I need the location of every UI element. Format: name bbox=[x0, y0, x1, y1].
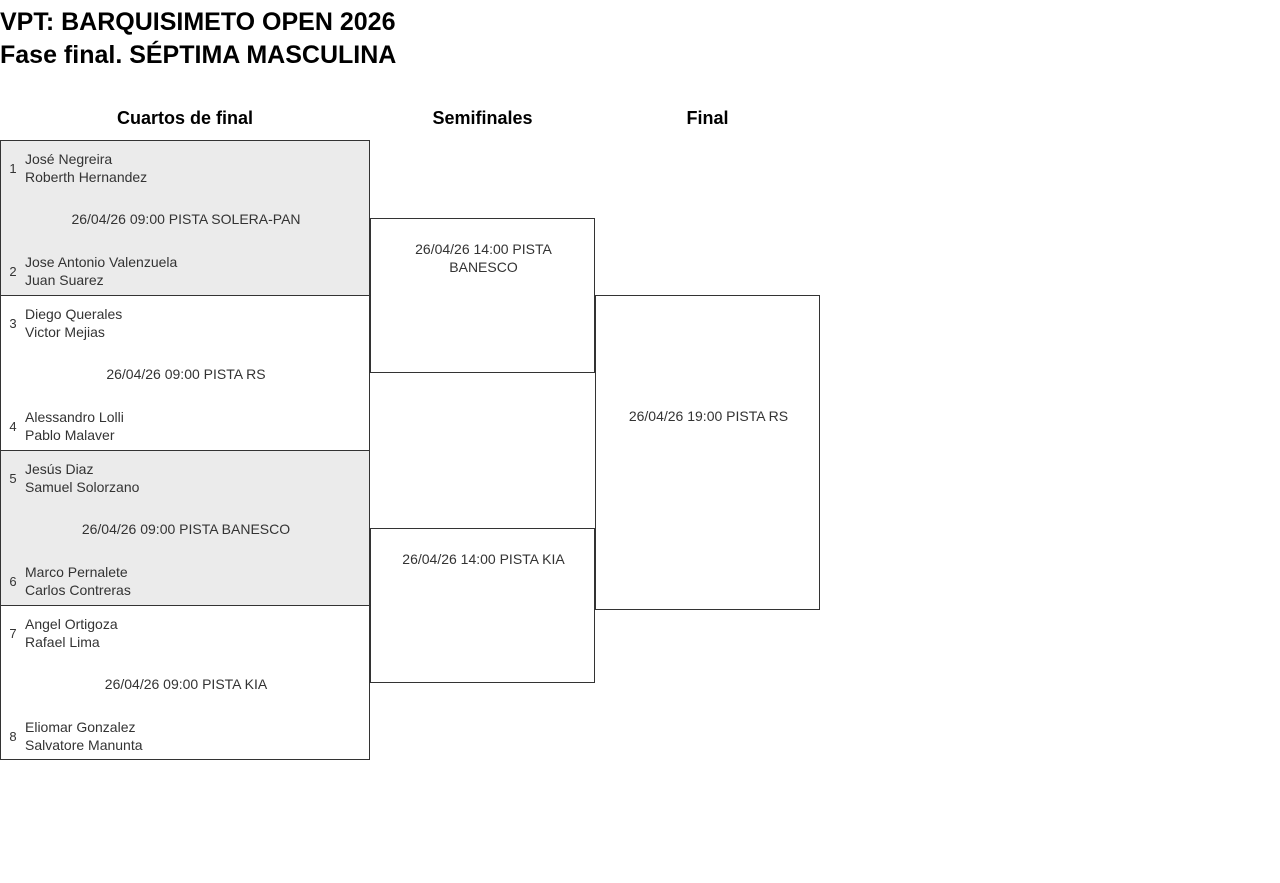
seed-number: 1 bbox=[9, 160, 17, 176]
seed-number: 6 bbox=[9, 573, 17, 589]
player-name: Jose Antonio Valenzuela bbox=[25, 254, 178, 270]
player-name: José Negreira bbox=[25, 151, 113, 167]
final-match[interactable]: 26/04/26 19:00 PISTA RS bbox=[595, 295, 820, 610]
title-line-tournament: VPT: BARQUISIMETO OPEN 2026 bbox=[0, 8, 396, 36]
team-players: Eliomar Gonzalez Salvatore Manunta bbox=[25, 718, 371, 754]
title-line-phase: Fase final. SÉPTIMA MASCULINA bbox=[0, 41, 397, 69]
quarterfinal-match-4[interactable]: 7 Angel Ortigoza Rafael Lima 26/04/26 09… bbox=[0, 605, 370, 760]
team-slot-seed-8: 8 Eliomar Gonzalez Salvatore Manunta bbox=[1, 718, 371, 754]
match-schedule: 26/04/26 19:00 PISTA RS bbox=[628, 408, 789, 424]
seed-number: 8 bbox=[9, 728, 17, 744]
player-name: Victor Mejias bbox=[25, 324, 105, 340]
player-name: Samuel Solorzano bbox=[25, 479, 140, 495]
team-players: Angel Ortigoza Rafael Lima bbox=[25, 615, 371, 651]
match-schedule: 26/04/26 09:00 PISTA BANESCO bbox=[81, 521, 291, 537]
quarterfinals-column: 1 José Negreira Roberth Hernandez 26/04/… bbox=[0, 140, 370, 760]
team-slot-seed-2: 2 Jose Antonio Valenzuela Juan Suarez bbox=[1, 253, 371, 289]
team-players: Jesús Diaz Samuel Solorzano bbox=[25, 460, 371, 496]
team-slot-seed-6: 6 Marco Pernalete Carlos Contreras bbox=[1, 563, 371, 599]
quarterfinal-match-1[interactable]: 1 José Negreira Roberth Hernandez 26/04/… bbox=[0, 140, 370, 295]
quarterfinal-match-2[interactable]: 3 Diego Querales Victor Mejias 26/04/26 … bbox=[0, 295, 370, 450]
player-name: Salvatore Manunta bbox=[25, 737, 143, 753]
player-name: Alessandro Lolli bbox=[25, 409, 124, 425]
team-players: Alessandro Lolli Pablo Malaver bbox=[25, 408, 371, 444]
seed-number: 7 bbox=[9, 625, 17, 641]
match-schedule: 26/04/26 14:00 PISTA BANESCO bbox=[415, 241, 552, 275]
player-name: Pablo Malaver bbox=[25, 427, 115, 443]
seed-number: 2 bbox=[9, 263, 17, 279]
player-name: Diego Querales bbox=[25, 306, 123, 322]
team-players: José Negreira Roberth Hernandez bbox=[25, 150, 371, 186]
match-schedule: 26/04/26 09:00 PISTA RS bbox=[106, 366, 266, 382]
seed-number: 3 bbox=[9, 315, 17, 331]
team-players: Diego Querales Victor Mejias bbox=[25, 305, 371, 341]
tournament-bracket: 1 José Negreira Roberth Hernandez 26/04/… bbox=[0, 140, 830, 770]
team-players: Marco Pernalete Carlos Contreras bbox=[25, 563, 371, 599]
player-name: Marco Pernalete bbox=[25, 564, 128, 580]
seed-number: 5 bbox=[9, 470, 17, 486]
team-slot-seed-3: 3 Diego Querales Victor Mejias bbox=[1, 305, 371, 341]
match-schedule: 26/04/26 09:00 PISTA SOLERA-PAN bbox=[71, 211, 301, 227]
semifinal-match-2[interactable]: 26/04/26 14:00 PISTA KIA bbox=[370, 528, 595, 683]
team-slot-seed-4: 4 Alessandro Lolli Pablo Malaver bbox=[1, 408, 371, 444]
seed-number: 4 bbox=[9, 418, 17, 434]
player-name: Roberth Hernandez bbox=[25, 169, 148, 185]
team-slot-seed-5: 5 Jesús Diaz Samuel Solorzano bbox=[1, 460, 371, 496]
player-name: Angel Ortigoza bbox=[25, 616, 118, 632]
match-schedule: 26/04/26 09:00 PISTA KIA bbox=[104, 676, 268, 692]
player-name: Rafael Lima bbox=[25, 634, 100, 650]
player-name: Juan Suarez bbox=[25, 272, 104, 288]
team-slot-seed-7: 7 Angel Ortigoza Rafael Lima bbox=[1, 615, 371, 651]
semifinal-match-1[interactable]: 26/04/26 14:00 PISTA BANESCO bbox=[370, 218, 595, 373]
team-players: Jose Antonio Valenzuela Juan Suarez bbox=[25, 253, 371, 289]
player-name: Eliomar Gonzalez bbox=[25, 719, 136, 735]
player-name: Carlos Contreras bbox=[25, 582, 131, 598]
round-header-semifinals: Semifinales bbox=[432, 108, 533, 128]
player-name: Jesús Diaz bbox=[25, 461, 94, 477]
quarterfinal-match-3[interactable]: 5 Jesús Diaz Samuel Solorzano 26/04/26 0… bbox=[0, 450, 370, 605]
page-title: VPT: BARQUISIMETO OPEN 2026 Fase final. … bbox=[0, 6, 900, 72]
team-slot-seed-1: 1 José Negreira Roberth Hernandez bbox=[1, 150, 371, 186]
round-header-quarterfinals: Cuartos de final bbox=[116, 108, 254, 128]
match-schedule: 26/04/26 14:00 PISTA KIA bbox=[402, 551, 565, 567]
round-header-final: Final bbox=[686, 108, 729, 128]
